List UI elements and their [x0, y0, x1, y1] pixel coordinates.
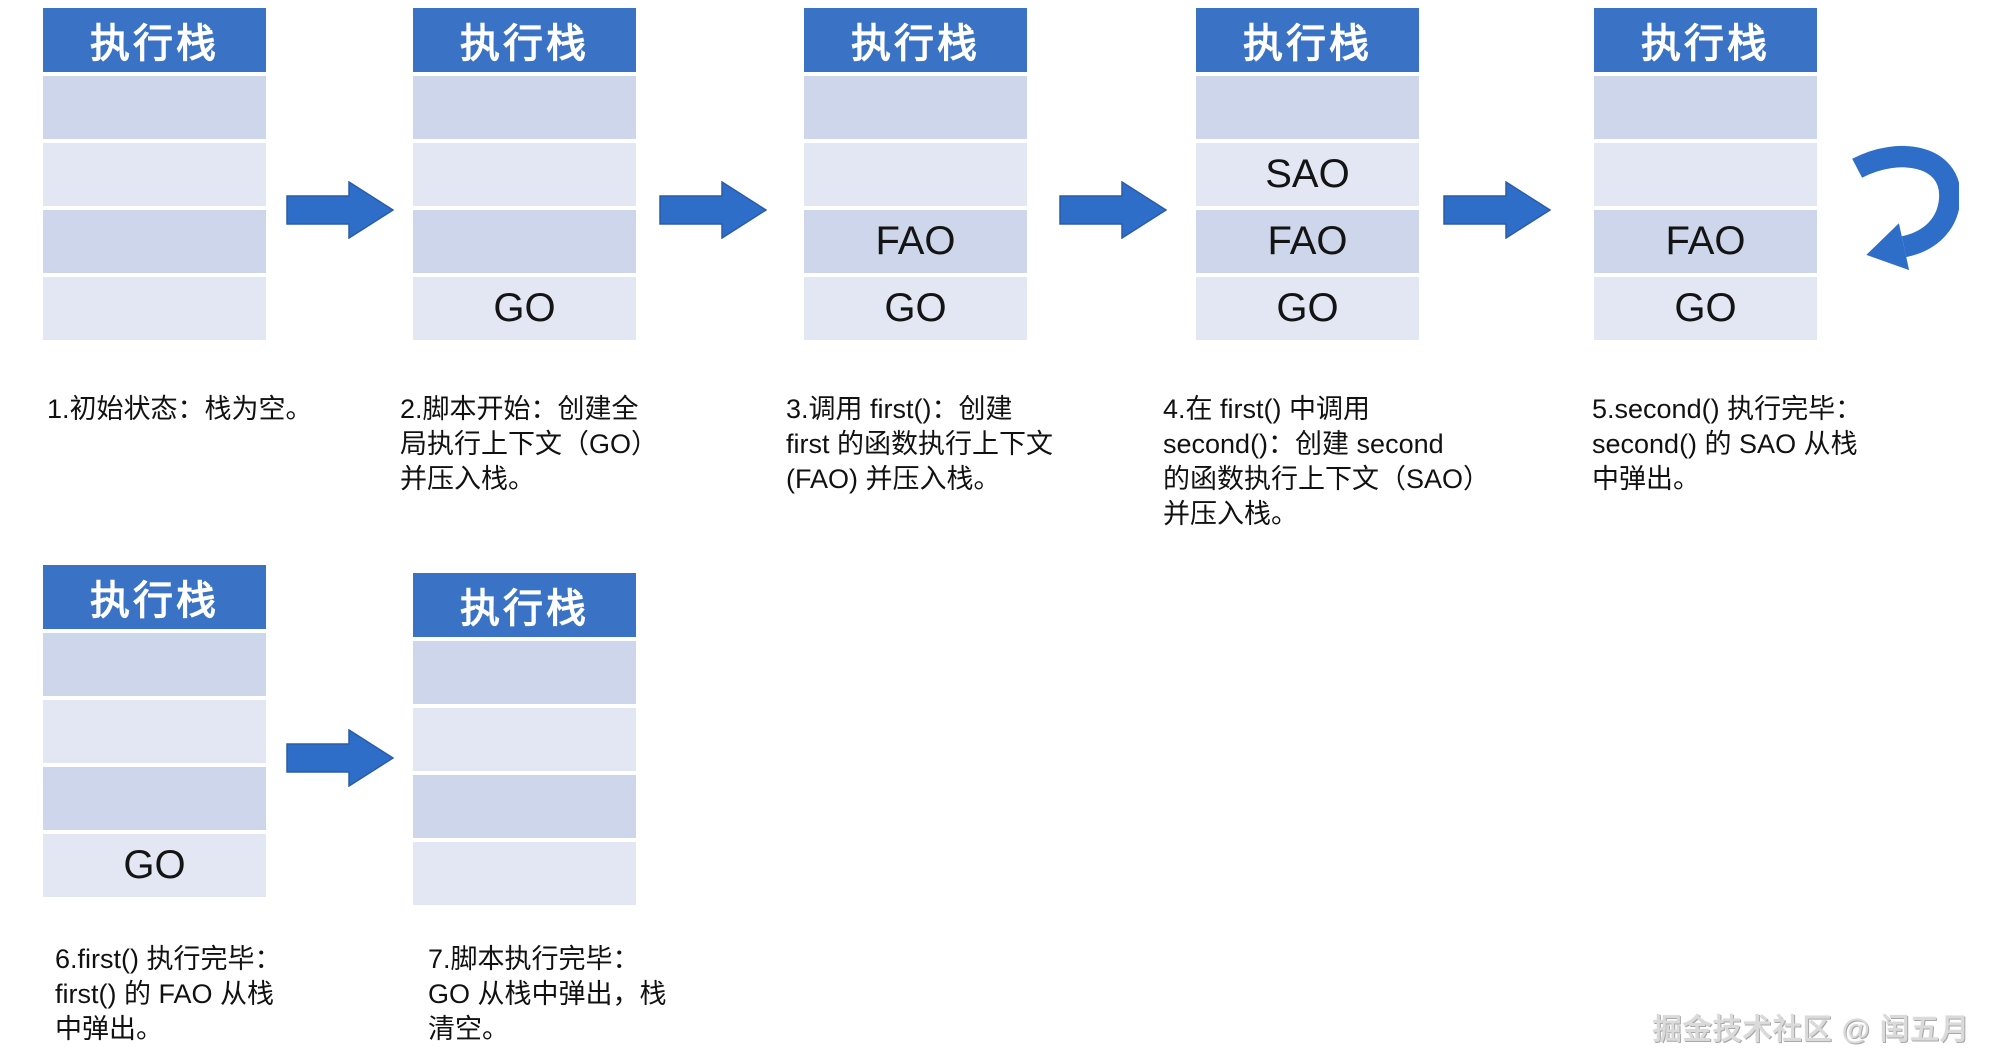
stack-cell — [43, 143, 266, 206]
stack-cell: GO — [413, 277, 636, 340]
stack-cell: GO — [43, 834, 266, 897]
stack-step-4: 执行栈 SAO FAO GO — [1196, 8, 1419, 340]
stack-cell — [413, 76, 636, 139]
caption-step-2: 2.脚本开始：创建全 局执行上下文（GO） 并压入栈。 — [400, 394, 659, 494]
caption-step-4: 4.在 first() 中调用 second()：创建 second 的函数执行… — [1163, 394, 1491, 529]
caption-step-1: 1.初始状态：栈为空。 — [47, 394, 313, 424]
stack-title: 执行栈 — [1594, 8, 1817, 72]
stack-title: 执行栈 — [413, 573, 636, 637]
caption-step-5: 5.second() 执行完毕： second() 的 SAO 从栈 中弹出。 — [1592, 394, 1863, 494]
watermark: 掘金技术社区 @ 闰五月 — [1652, 1014, 1970, 1046]
stack-title: 执行栈 — [43, 8, 266, 72]
right-arrow-icon — [1443, 181, 1551, 239]
stack-cell: GO — [1594, 277, 1817, 340]
right-arrow-icon — [286, 181, 394, 239]
right-arrow-icon — [286, 729, 394, 787]
stack-step-5: 执行栈 FAO GO — [1594, 8, 1817, 340]
stack-cell: GO — [1196, 277, 1419, 340]
stack-cell — [413, 641, 636, 704]
caption-step-6: 6.first() 执行完毕： first() 的 FAO 从栈 中弹出。 — [55, 944, 282, 1044]
stack-cell: FAO — [1196, 210, 1419, 273]
stack-step-1: 执行栈 — [43, 8, 266, 340]
stack-title: 执行栈 — [43, 565, 266, 629]
stack-step-3: 执行栈 FAO GO — [804, 8, 1027, 340]
stack-cell — [43, 76, 266, 139]
stack-cell — [413, 775, 636, 838]
stack-cell — [1594, 76, 1817, 139]
stack-cell: SAO — [1196, 143, 1419, 206]
stack-cell — [413, 210, 636, 273]
right-arrow-icon — [659, 181, 767, 239]
stack-cell: GO — [804, 277, 1027, 340]
stack-title: 执行栈 — [413, 8, 636, 72]
stack-cell — [804, 143, 1027, 206]
stack-cell — [1594, 143, 1817, 206]
stack-cell — [1196, 76, 1419, 139]
stack-cell — [43, 700, 266, 763]
stack-cell: FAO — [1594, 210, 1817, 273]
stack-title: 执行栈 — [804, 8, 1027, 72]
stack-cell: FAO — [804, 210, 1027, 273]
stack-step-7: 执行栈 — [413, 573, 636, 905]
right-arrow-icon — [1059, 181, 1167, 239]
stack-cell — [413, 708, 636, 771]
stack-cell — [43, 767, 266, 830]
u-turn-arrow-icon — [1849, 143, 1959, 275]
stack-title: 执行栈 — [1196, 8, 1419, 72]
stack-step-6: 执行栈 GO — [43, 565, 266, 897]
stack-cell — [43, 210, 266, 273]
stack-cell — [804, 76, 1027, 139]
stack-cell — [43, 633, 266, 696]
stack-cell — [43, 277, 266, 340]
stack-cell — [413, 842, 636, 905]
caption-step-7: 7.脚本执行完毕： GO 从栈中弹出，栈 清空。 — [428, 944, 667, 1044]
stack-cell — [413, 143, 636, 206]
caption-step-3: 3.调用 first()：创建 first 的函数执行上下文 (FAO) 并压入… — [786, 394, 1053, 494]
stack-step-2: 执行栈 GO — [413, 8, 636, 340]
